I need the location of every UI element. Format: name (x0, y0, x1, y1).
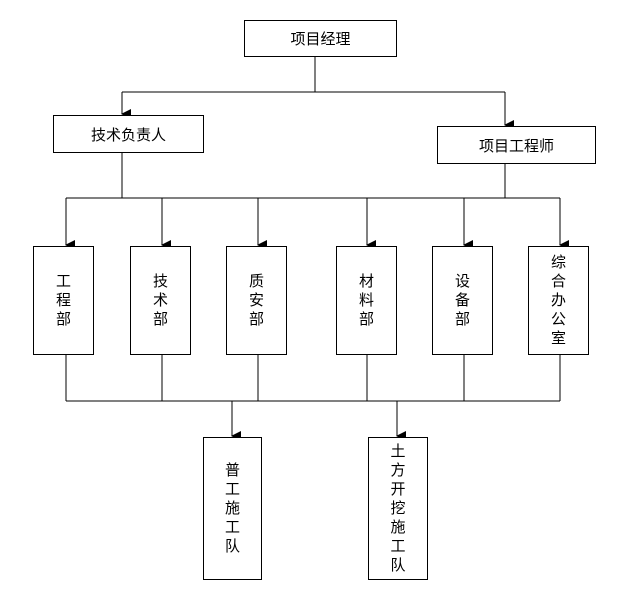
equipment-dept-box: 设备部 (432, 246, 493, 355)
materials-dept-box: 材料部 (336, 246, 397, 355)
quality-safety-dept-label: 质安部 (248, 272, 264, 328)
labor-team-box: 普工施工队 (203, 437, 262, 580)
earthwork-team-label: 土方开挖施工队 (390, 442, 406, 574)
technical-lead-box: 技术负责人 (53, 115, 204, 153)
engineering-dept-box: 工程部 (33, 246, 94, 355)
project-engineer-box: 项目工程师 (437, 126, 596, 164)
engineering-dept-label: 工程部 (55, 272, 71, 328)
project-engineer-label: 项目工程师 (478, 136, 554, 155)
earthwork-team-box: 土方开挖施工队 (368, 437, 428, 580)
labor-team-label: 普工施工队 (224, 461, 240, 555)
materials-dept-label: 材料部 (358, 272, 374, 328)
general-office-box: 综合办公室 (528, 246, 589, 355)
equipment-dept-label: 设备部 (454, 272, 470, 328)
project-manager-box: 项目经理 (244, 20, 397, 57)
technical-dept-label: 技术部 (152, 272, 168, 328)
general-office-label: 综合办公室 (550, 253, 566, 347)
quality-safety-dept-box: 质安部 (226, 246, 287, 355)
technical-lead-label: 技术负责人 (90, 125, 166, 144)
technical-dept-box: 技术部 (130, 246, 191, 355)
project-manager-label: 项目经理 (290, 30, 351, 48)
